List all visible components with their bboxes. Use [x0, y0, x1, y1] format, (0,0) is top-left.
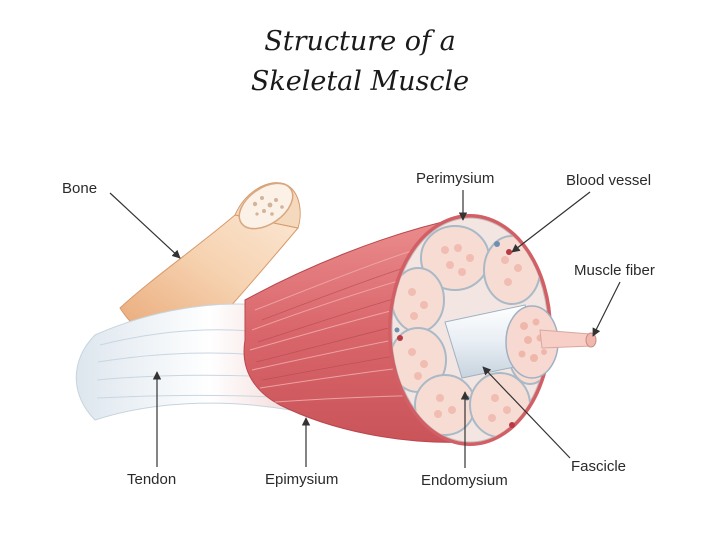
- bone-illustration: [119, 182, 301, 342]
- title-line-2: Skeletal Muscle: [250, 66, 470, 97]
- arrow-muscle-fiber: [592, 281, 621, 337]
- label-muscle-fiber: Muscle fiber: [574, 262, 655, 279]
- label-tendon: Tendon: [127, 471, 176, 488]
- label-blood-vessel: Blood vessel: [566, 172, 651, 189]
- arrow-blood-vessel: [511, 191, 591, 253]
- diagram-title: Structure of a Skeletal Muscle: [0, 22, 720, 102]
- label-fascicle: Fascicle: [571, 458, 626, 475]
- label-endomysium: Endomysium: [421, 472, 508, 489]
- arrow-bone: [109, 192, 181, 259]
- title-line-1: Structure of a: [264, 26, 456, 57]
- label-perimysium: Perimysium: [416, 170, 494, 187]
- label-epimysium: Epimysium: [265, 471, 338, 488]
- label-bone: Bone: [62, 180, 97, 197]
- arrow-fascicle: [482, 366, 571, 459]
- fascicle-illustration: [444, 304, 597, 379]
